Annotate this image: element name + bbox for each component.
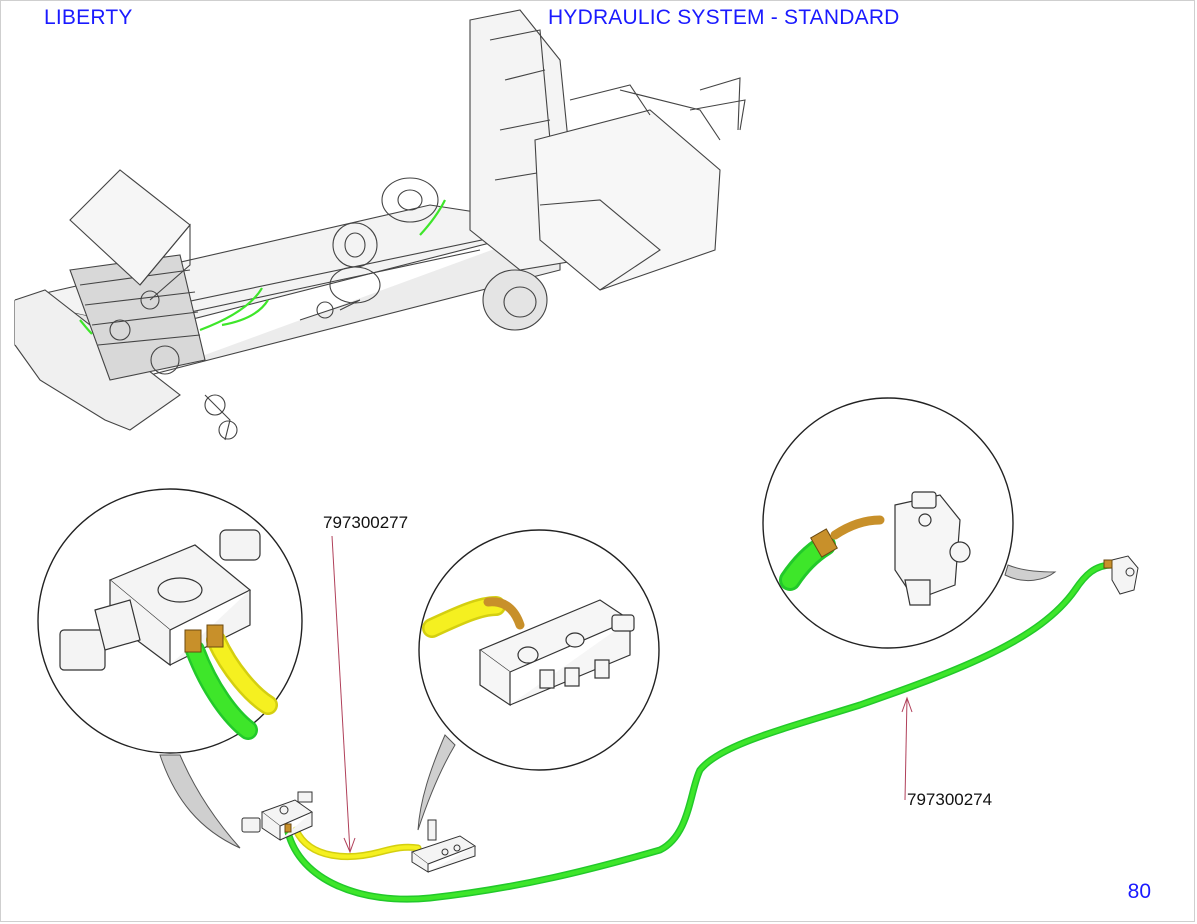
- part-number-yellow-hose: 797300277: [323, 513, 409, 532]
- leader-line-yellow-hose: [331, 535, 351, 853]
- leader-line-green-hose: [904, 697, 908, 801]
- hose-assembly: [284, 561, 1116, 903]
- part-number-green-hose: 797300274: [907, 790, 993, 809]
- model-name: LIBERTY: [44, 6, 133, 29]
- leader-arrow-green-hose: [901, 696, 913, 713]
- detail-bubble-valve-block: [37, 488, 303, 849]
- detail-bubble-pump-fitting: [762, 397, 1057, 649]
- pump-fitting-small: [1103, 555, 1139, 595]
- leader-lines: [331, 535, 913, 854]
- distribution-block-small: [410, 819, 477, 873]
- machine-chassis-illustration: [14, 9, 746, 441]
- valve-block-small: [241, 791, 314, 841]
- page-number: 80: [1127, 880, 1151, 903]
- diagram-title: HYDRAULIC SYSTEM - STANDARD: [548, 6, 900, 29]
- detail-bubble-distribution-block: [417, 529, 660, 831]
- leader-arrow-yellow-hose: [343, 837, 356, 854]
- chassis-hose-traces: [79, 199, 446, 335]
